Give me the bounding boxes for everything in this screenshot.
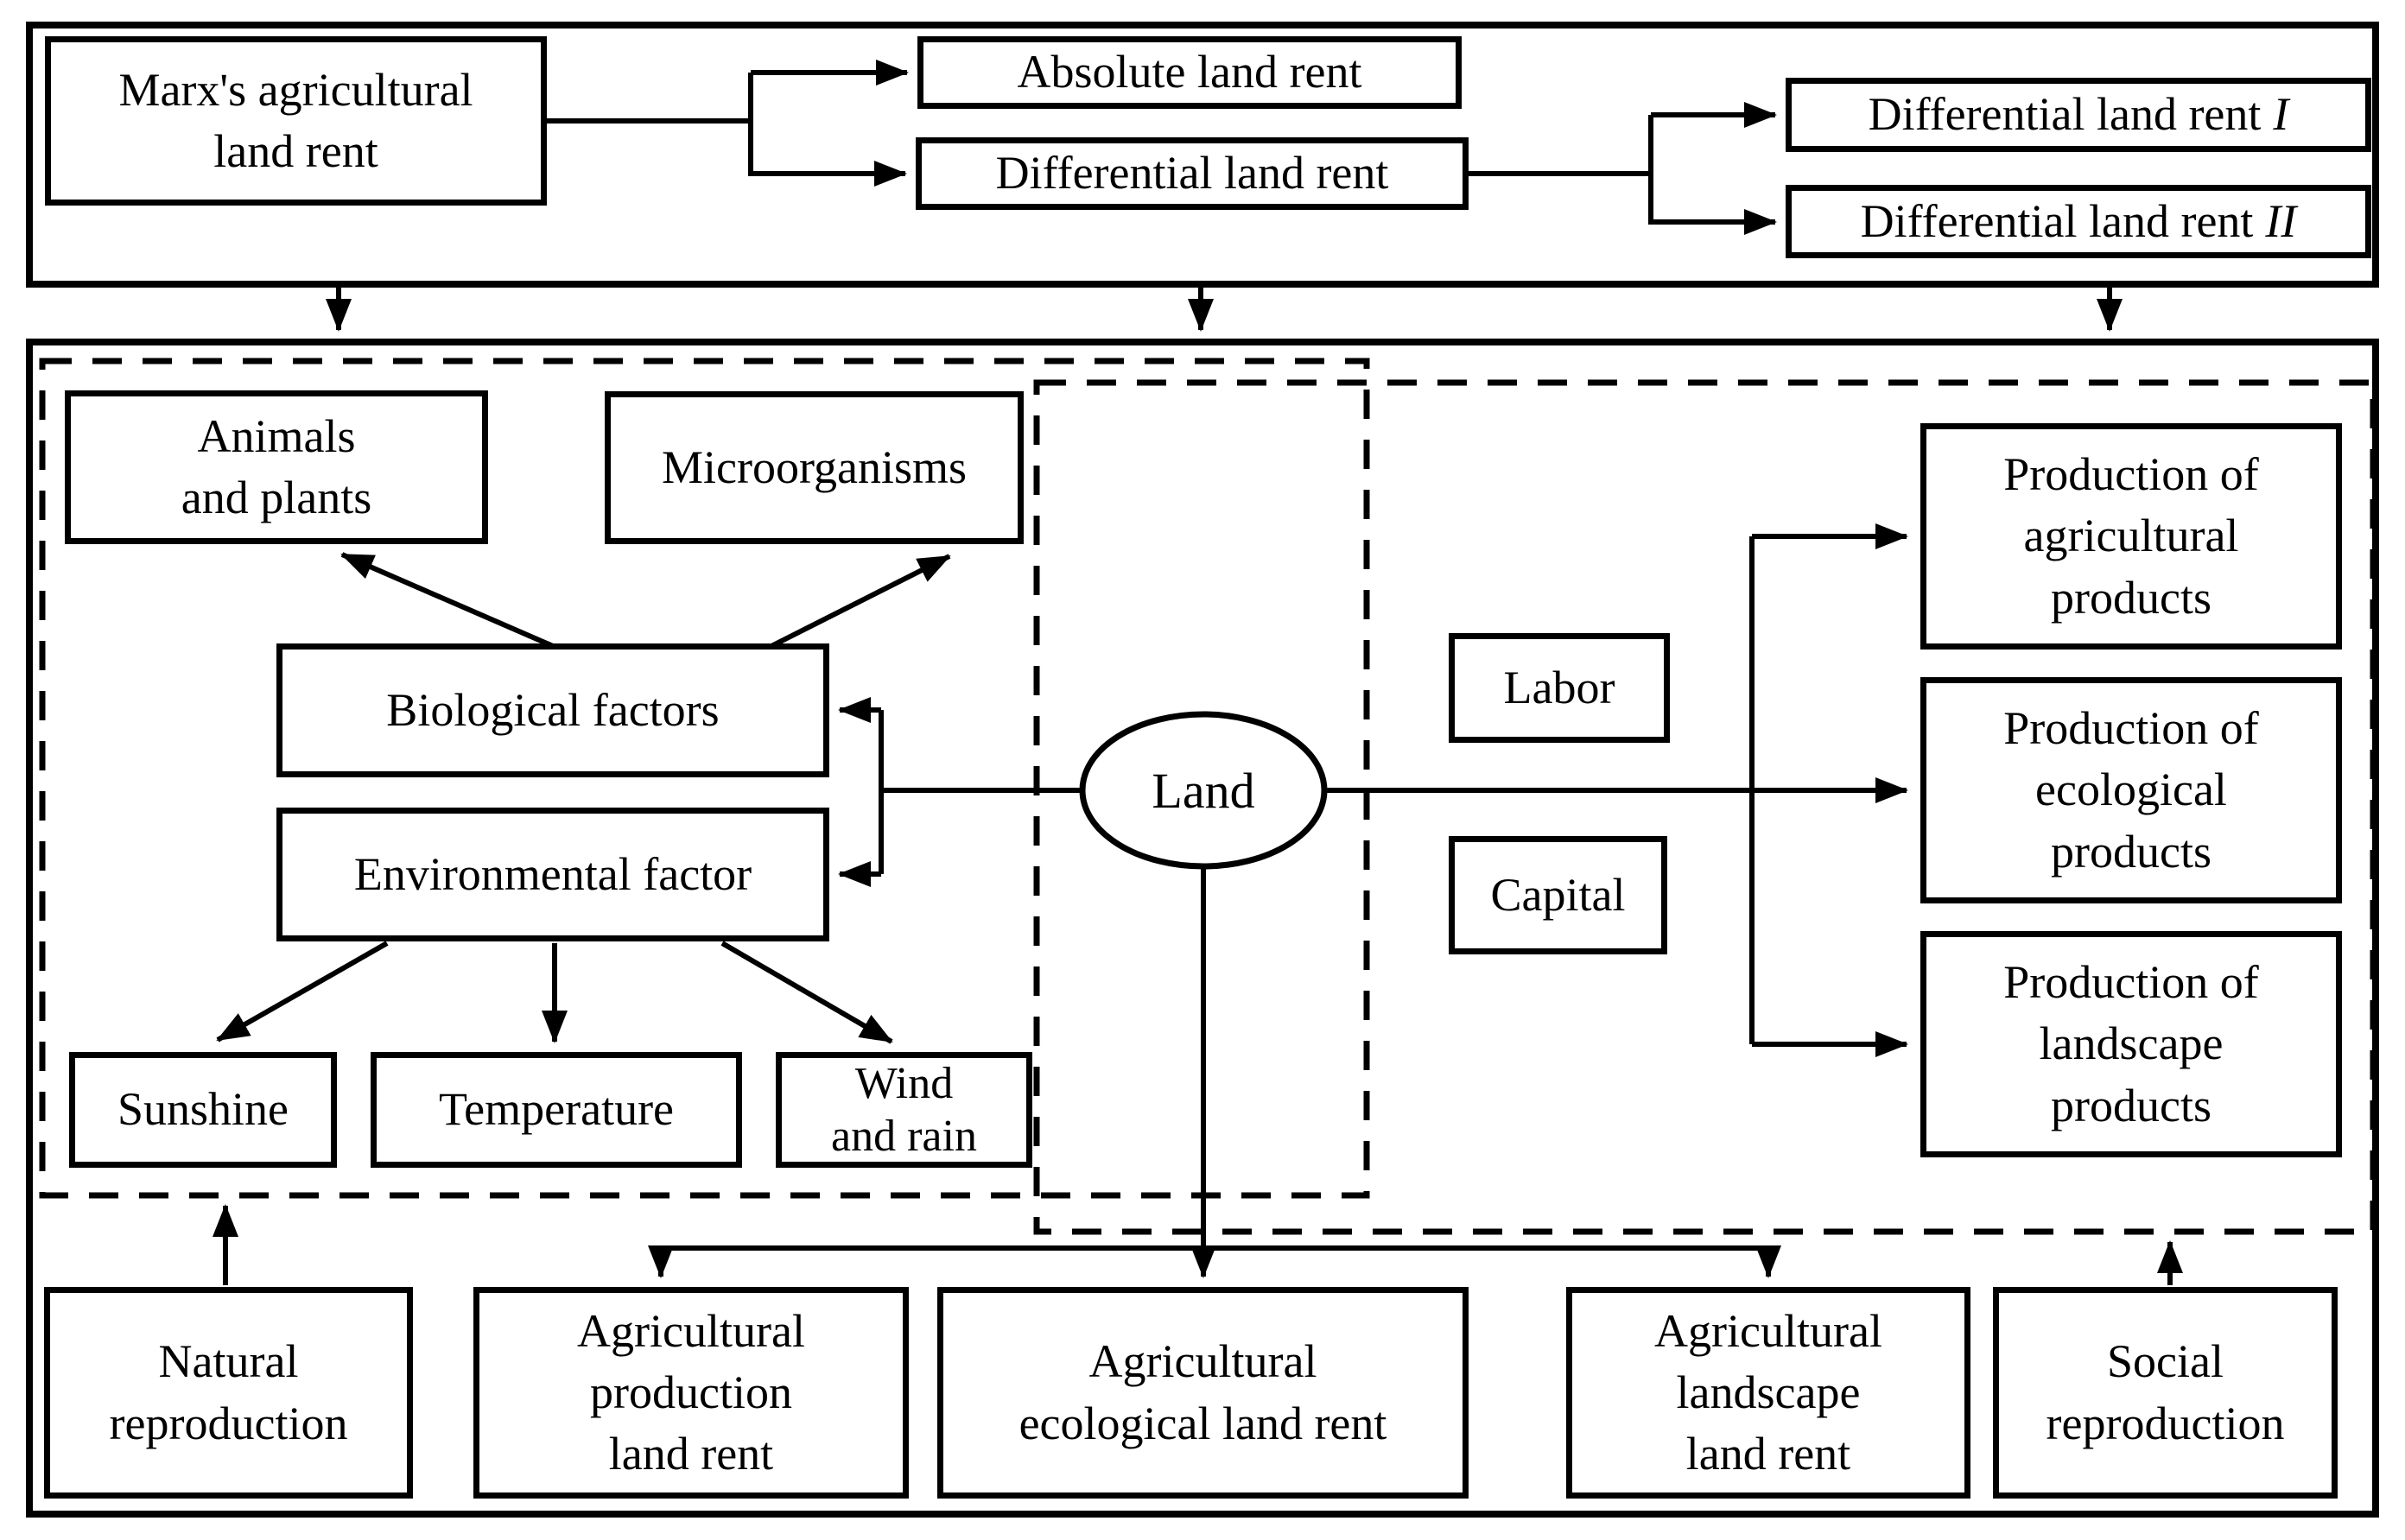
production-agricultural-products-label: Production of agricultural products (2003, 448, 2259, 624)
social-reproduction-box: Social reproduction (1993, 1287, 2338, 1499)
natural-reproduction-box: Natural reproduction (44, 1287, 413, 1499)
production-ecological-products-box: Production of ecological products (1920, 677, 2342, 903)
agricultural-landscape-land-rent-label: Agricultural landscape land rent (1654, 1304, 1882, 1480)
wind-and-rain-box: Wind and rain (776, 1052, 1032, 1168)
wind-and-rain-label: Wind and rain (831, 1058, 977, 1161)
biological-factors-box: Biological factors (276, 643, 829, 777)
production-ecological-products-label: Production of ecological products (2003, 702, 2259, 878)
production-landscape-products-label: Production of landscape products (2003, 956, 2259, 1131)
differential-land-rent-1-label: Differential land rent (1868, 88, 2262, 141)
top-section-frame (26, 22, 2379, 288)
temperature-box: Temperature (371, 1052, 742, 1168)
marx-agricultural-land-rent-label: Marx's agricultural land rent (118, 63, 473, 177)
sunshine-box: Sunshine (69, 1052, 337, 1168)
agricultural-ecological-land-rent-label: Agricultural ecological land rent (1018, 1335, 1387, 1449)
section-link-arrows (326, 288, 2123, 332)
differential-land-rent-2-label: Differential land rent (1860, 194, 2254, 247)
sunshine-label: Sunshine (117, 1083, 289, 1136)
social-reproduction-label: Social reproduction (2046, 1335, 2285, 1449)
capital-label: Capital (1490, 868, 1626, 921)
differential-land-rent-label: Differential land rent (995, 147, 1389, 200)
natural-reproduction-label: Natural reproduction (109, 1335, 348, 1449)
differential-land-rent-1-numeral: I (2273, 88, 2289, 141)
labor-box: Labor (1449, 633, 1670, 743)
absolute-land-rent-label: Absolute land rent (1017, 46, 1362, 98)
agricultural-production-land-rent-label: Agricultural production land rent (577, 1304, 805, 1480)
environmental-factor-box: Environmental factor (276, 808, 829, 941)
absolute-land-rent-box: Absolute land rent (917, 36, 1462, 109)
animals-and-plants-box: Animals and plants (65, 390, 488, 544)
agricultural-production-land-rent-box: Agricultural production land rent (473, 1287, 909, 1499)
biological-factors-label: Biological factors (386, 683, 720, 736)
land-label: Land (1152, 762, 1255, 819)
animals-and-plants-label: Animals and plants (181, 409, 372, 523)
capital-box: Capital (1449, 836, 1667, 954)
production-landscape-products-box: Production of landscape products (1920, 931, 2342, 1157)
agricultural-ecological-land-rent-box: Agricultural ecological land rent (937, 1287, 1469, 1499)
labor-label: Labor (1503, 661, 1615, 713)
microorganisms-label: Microorganisms (662, 440, 967, 493)
environmental-factor-label: Environmental factor (353, 847, 752, 900)
differential-land-rent-2-numeral: II (2265, 194, 2297, 247)
agricultural-landscape-land-rent-box: Agricultural landscape land rent (1566, 1287, 1970, 1499)
microorganisms-box: Microorganisms (605, 391, 1024, 544)
differential-land-rent-box: Differential land rent (916, 137, 1469, 210)
production-agricultural-products-box: Production of agricultural products (1920, 423, 2342, 650)
temperature-label: Temperature (438, 1083, 675, 1136)
marx-agricultural-land-rent-box: Marx's agricultural land rent (45, 36, 547, 206)
